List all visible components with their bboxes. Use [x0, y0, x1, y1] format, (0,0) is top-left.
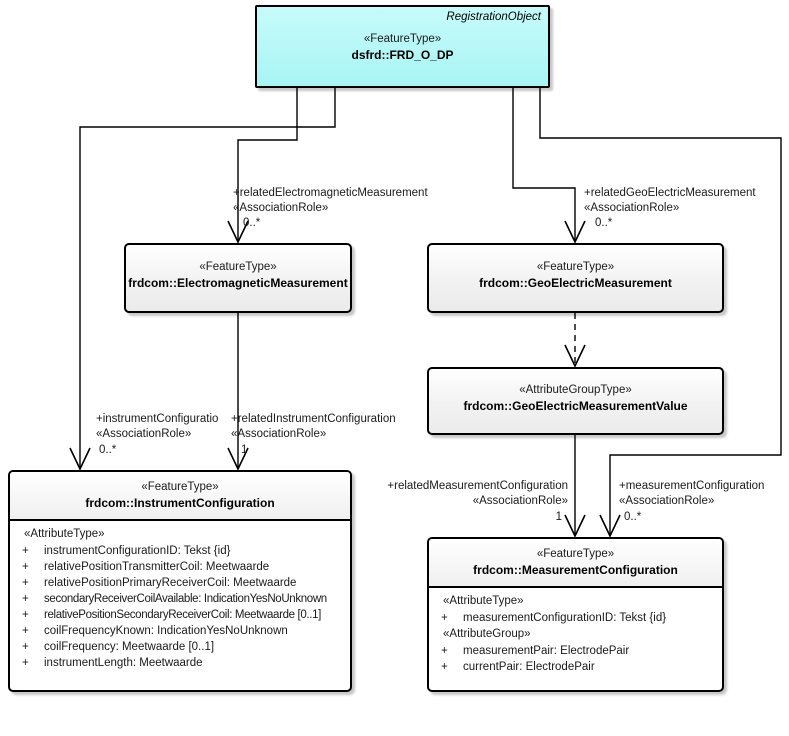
attribute-visibility: +: [441, 661, 448, 673]
association-role-name: +relatedGeoElectricMeasurement: [584, 187, 756, 199]
arrowhead-measurementconfiguration: [599, 514, 621, 538]
attribute-group-label: «AttributeGroup»: [443, 628, 531, 640]
attribute-visibility: +: [22, 609, 29, 621]
attribute-row: + coilFrequencyKnown: IndicationYesNoUnk…: [10, 623, 350, 639]
attribute-row: + relativePositionSecondaryReceiverCoil:…: [10, 607, 350, 623]
edge-multiplicity-related-electromagnetic-measurement: 0..*: [243, 217, 261, 229]
association-stereotype: «AssociationRole»: [233, 202, 329, 214]
class-header-electromagnetic-measurement: «FeatureType» frdcom::ElectromagneticMea…: [126, 245, 350, 292]
arrowhead-related-measurementconfiguration: [564, 514, 586, 538]
class-name: frdcom::GeoElectricMeasurement: [479, 276, 672, 290]
attribute-row: + coilFrequency: Meetwaarde [0..1]: [10, 639, 350, 655]
attribute-text: instrumentLength: Meetwaarde: [44, 657, 203, 669]
attribute-visibility: +: [22, 577, 29, 589]
arrowhead-geoelectricvalue: [564, 344, 586, 368]
attribute-text: coilFrequency: Meetwaarde [0..1]: [44, 641, 215, 653]
class-name: dsfrd::FRD_O_DP: [351, 48, 454, 62]
edge-multiplicity-related-measurement-configuration: 1: [555, 511, 562, 523]
attribute-row: + currentPair: ElectrodePair: [429, 659, 722, 675]
class-header-frd-o-dp: «FeatureType» dsfrd::FRD_O_DP: [257, 7, 548, 64]
association-stereotype: «AssociationRole»: [231, 428, 327, 440]
edge-multiplicity-related-instrument-configuration: 1: [241, 444, 248, 456]
class-stereotype: «FeatureType»: [141, 481, 219, 493]
attribute-visibility: +: [22, 641, 29, 653]
attribute-text: measurementConfigurationID: Tekst {id}: [463, 612, 667, 624]
association-role-name: +measurementConfiguration: [619, 480, 765, 492]
class-stereotype: «FeatureType»: [536, 261, 615, 273]
attribute-row: + measurementPair: ElectrodePair: [429, 643, 722, 659]
class-box-geoelectric-measurement-value[interactable]: «AttributeGroupType» frdcom::GeoElectric…: [427, 367, 724, 435]
edge-label-related-instrument-configuration: +relatedInstrumentConfiguration «Associa…: [231, 412, 396, 442]
association-stereotype: «AssociationRole»: [472, 495, 568, 507]
class-header-instrument-configuration: «FeatureType» frdcom::InstrumentConfigur…: [10, 472, 350, 521]
attribute-text: relativePositionPrimaryReceiverCoil: Mee…: [44, 577, 297, 589]
attribute-text: relativePositionTransmitterCoil: Meetwaa…: [44, 561, 270, 573]
arrowhead-instrumentconfiguration: [69, 447, 91, 471]
class-box-geoelectric-measurement[interactable]: «FeatureType» frdcom::GeoElectricMeasure…: [427, 243, 724, 313]
edge-multiplicity-measurement-configuration: 0..*: [624, 511, 642, 523]
attribute-visibility: +: [22, 625, 29, 637]
class-header-measurement-configuration: «FeatureType» frdcom::MeasurementConfigu…: [429, 539, 722, 588]
class-box-frd-o-dp[interactable]: RegistrationObject «FeatureType» dsfrd::…: [255, 5, 550, 88]
class-stereotype: «FeatureType»: [199, 261, 277, 273]
attribute-visibility: +: [22, 545, 29, 557]
class-header-geoelectric-measurement: «FeatureType» frdcom::GeoElectricMeasure…: [429, 245, 722, 292]
attribute-visibility: +: [441, 645, 448, 657]
edge-label-measurement-configuration: +measurementConfiguration «AssociationRo…: [619, 479, 764, 509]
attribute-row: + measurementConfigurationID: Tekst {id}: [429, 610, 722, 626]
attribute-text: secondaryReceiverCoilAvailable: Indicati…: [44, 593, 327, 605]
edge-label-related-measurement-configuration: +relatedMeasurementConfiguration «Associ…: [370, 479, 568, 509]
association-stereotype: «AssociationRole»: [619, 495, 715, 507]
association-role-name: +relatedElectromagneticMeasurement: [233, 187, 428, 199]
attribute-text: measurementPair: ElectrodePair: [463, 645, 630, 657]
edge-label-instrument-configuration: +instrumentConfiguratio «AssociationRole…: [96, 412, 218, 442]
attribute-list-instrument-configuration: «AttributeType» + instrumentConfiguratio…: [10, 521, 350, 677]
association-stereotype: «AssociationRole»: [584, 202, 680, 214]
class-name: frdcom::MeasurementConfiguration: [473, 563, 678, 577]
class-box-electromagnetic-measurement[interactable]: «FeatureType» frdcom::ElectromagneticMea…: [124, 243, 352, 313]
class-box-instrument-configuration[interactable]: «FeatureType» frdcom::InstrumentConfigur…: [8, 470, 352, 692]
attribute-row: + instrumentConfigurationID: Tekst {id}: [10, 543, 350, 559]
class-name: frdcom::ElectromagneticMeasurement: [128, 276, 348, 290]
association-stereotype: «AssociationRole»: [96, 428, 192, 440]
attribute-group-label: «AttributeType»: [443, 595, 524, 607]
registration-object-tag: RegistrationObject: [446, 11, 541, 23]
association-role-name: +instrumentConfiguratio: [96, 413, 219, 425]
class-stereotype: «FeatureType»: [363, 33, 442, 45]
association-role-name: +relatedMeasurementConfiguration: [387, 480, 568, 492]
attribute-visibility: +: [22, 657, 29, 669]
edge-multiplicity-related-geoelectric-measurement: 0..*: [595, 217, 613, 229]
attribute-text: currentPair: ElectrodePair: [463, 661, 595, 673]
attribute-row: + relativePositionTransmitterCoil: Meetw…: [10, 559, 350, 575]
arrowhead-geoelectric: [564, 220, 586, 244]
attribute-row: + relativePositionPrimaryReceiverCoil: M…: [10, 575, 350, 591]
attribute-text: instrumentConfigurationID: Tekst {id}: [44, 545, 231, 557]
attribute-text: relativePositionSecondaryReceiverCoil: M…: [44, 609, 321, 621]
attribute-row: + secondaryReceiverCoilAvailable: Indica…: [10, 591, 350, 607]
association-role-name: +relatedInstrumentConfiguration: [231, 413, 396, 425]
attribute-visibility: +: [22, 561, 29, 573]
attribute-list-measurement-configuration: «AttributeType» + measurementConfigurati…: [429, 588, 722, 681]
class-box-measurement-configuration[interactable]: «FeatureType» frdcom::MeasurementConfigu…: [427, 537, 724, 692]
edge-label-related-electromagnetic-measurement: +relatedElectromagneticMeasurement «Asso…: [233, 186, 428, 216]
attribute-visibility: +: [441, 612, 448, 624]
class-name: frdcom::InstrumentConfiguration: [85, 496, 275, 510]
edge-label-related-geoelectric-measurement: +relatedGeoElectricMeasurement «Associat…: [584, 186, 756, 216]
edge-multiplicity-instrument-configuration: 0..*: [99, 444, 117, 456]
class-name: frdcom::GeoElectricMeasurementValue: [463, 399, 688, 413]
class-stereotype: «AttributeGroupType»: [519, 384, 632, 396]
attribute-visibility: +: [22, 593, 29, 605]
attribute-row: + instrumentLength: Meetwaarde: [10, 655, 350, 671]
class-stereotype: «FeatureType»: [536, 548, 615, 560]
attribute-group-label: «AttributeType»: [24, 528, 105, 540]
class-header-geoelectric-measurement-value: «AttributeGroupType» frdcom::GeoElectric…: [429, 369, 722, 415]
edge-root-to-geoelectric: [512, 88, 576, 242]
attribute-text: coilFrequencyKnown: IndicationYesNoUnkno…: [44, 625, 288, 637]
